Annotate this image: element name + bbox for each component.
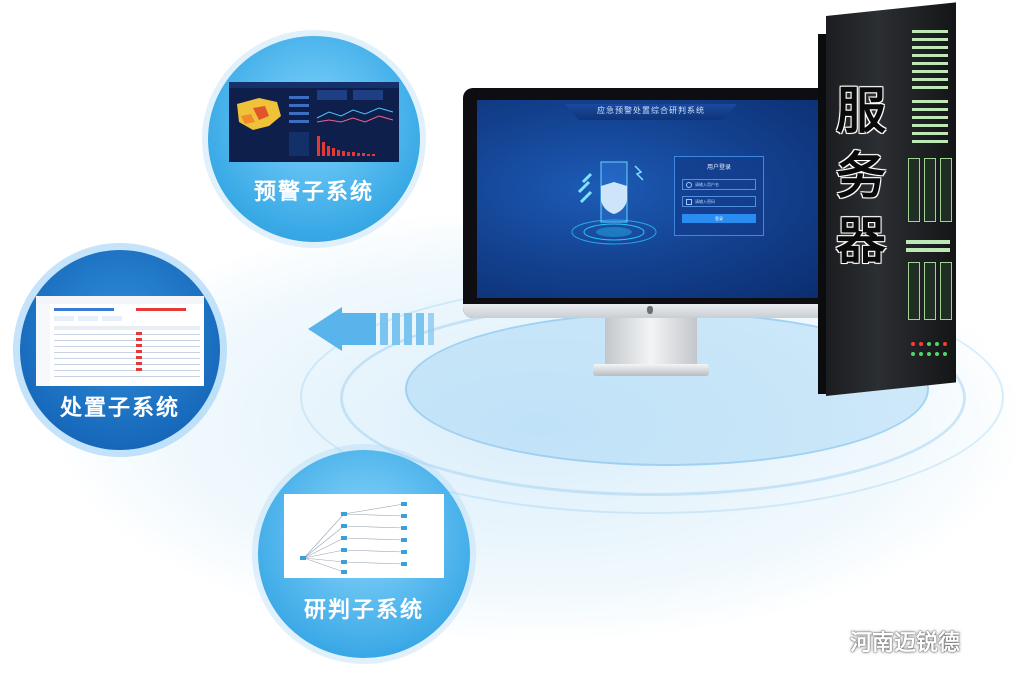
username-placeholder: 请输入用户名 (695, 181, 719, 187)
monitor-screen: 应急预警处置综合研判系统 用户登录 请输入用户名 请输入密码 登录 (477, 100, 824, 298)
server-label-char-1: 服 (836, 81, 886, 140)
lock-icon (686, 198, 692, 205)
disposal-subsystem-bubble[interactable]: 处置子系统 (20, 250, 220, 450)
warning-subsystem-bubble[interactable]: 预警子系统 (208, 36, 420, 242)
system-title-bar (565, 104, 737, 120)
login-panel: 用户登录 请输入用户名 请输入密码 登录 (674, 156, 764, 236)
login-title: 用户登录 (706, 164, 731, 171)
server-label: 服 务 器 (836, 78, 896, 273)
monitor-stand-neck (605, 318, 697, 368)
disposal-table-thumbnail (36, 296, 204, 386)
system-title: 应急预警处置综合研判系统 (597, 106, 705, 115)
wechat-icon (808, 625, 842, 657)
monitor-stand-base (593, 364, 709, 376)
user-icon (686, 181, 692, 188)
password-placeholder: 请输入密码 (695, 198, 715, 204)
server-label-char-2: 务 (836, 146, 886, 205)
username-field[interactable]: 请输入用户名 (682, 179, 756, 190)
password-field[interactable]: 请输入密码 (682, 196, 756, 207)
disposal-subsystem-label: 处置子系统 (59, 396, 180, 421)
server-label-char-3: 器 (836, 211, 886, 270)
analysis-tree-thumbnail (284, 494, 444, 578)
watermark: 河南迈锐德 (808, 624, 960, 658)
analysis-subsystem-label: 研判子系统 (303, 598, 424, 623)
warning-dashboard-thumbnail (229, 82, 399, 162)
watermark-text: 河南迈锐德 (850, 631, 961, 656)
shield-icon (569, 152, 659, 252)
analysis-subsystem-bubble[interactable]: 研判子系统 (258, 450, 470, 658)
warning-subsystem-label: 预警子系统 (253, 180, 374, 205)
login-button[interactable]: 登录 (682, 214, 756, 223)
apple-logo-icon (647, 306, 653, 314)
